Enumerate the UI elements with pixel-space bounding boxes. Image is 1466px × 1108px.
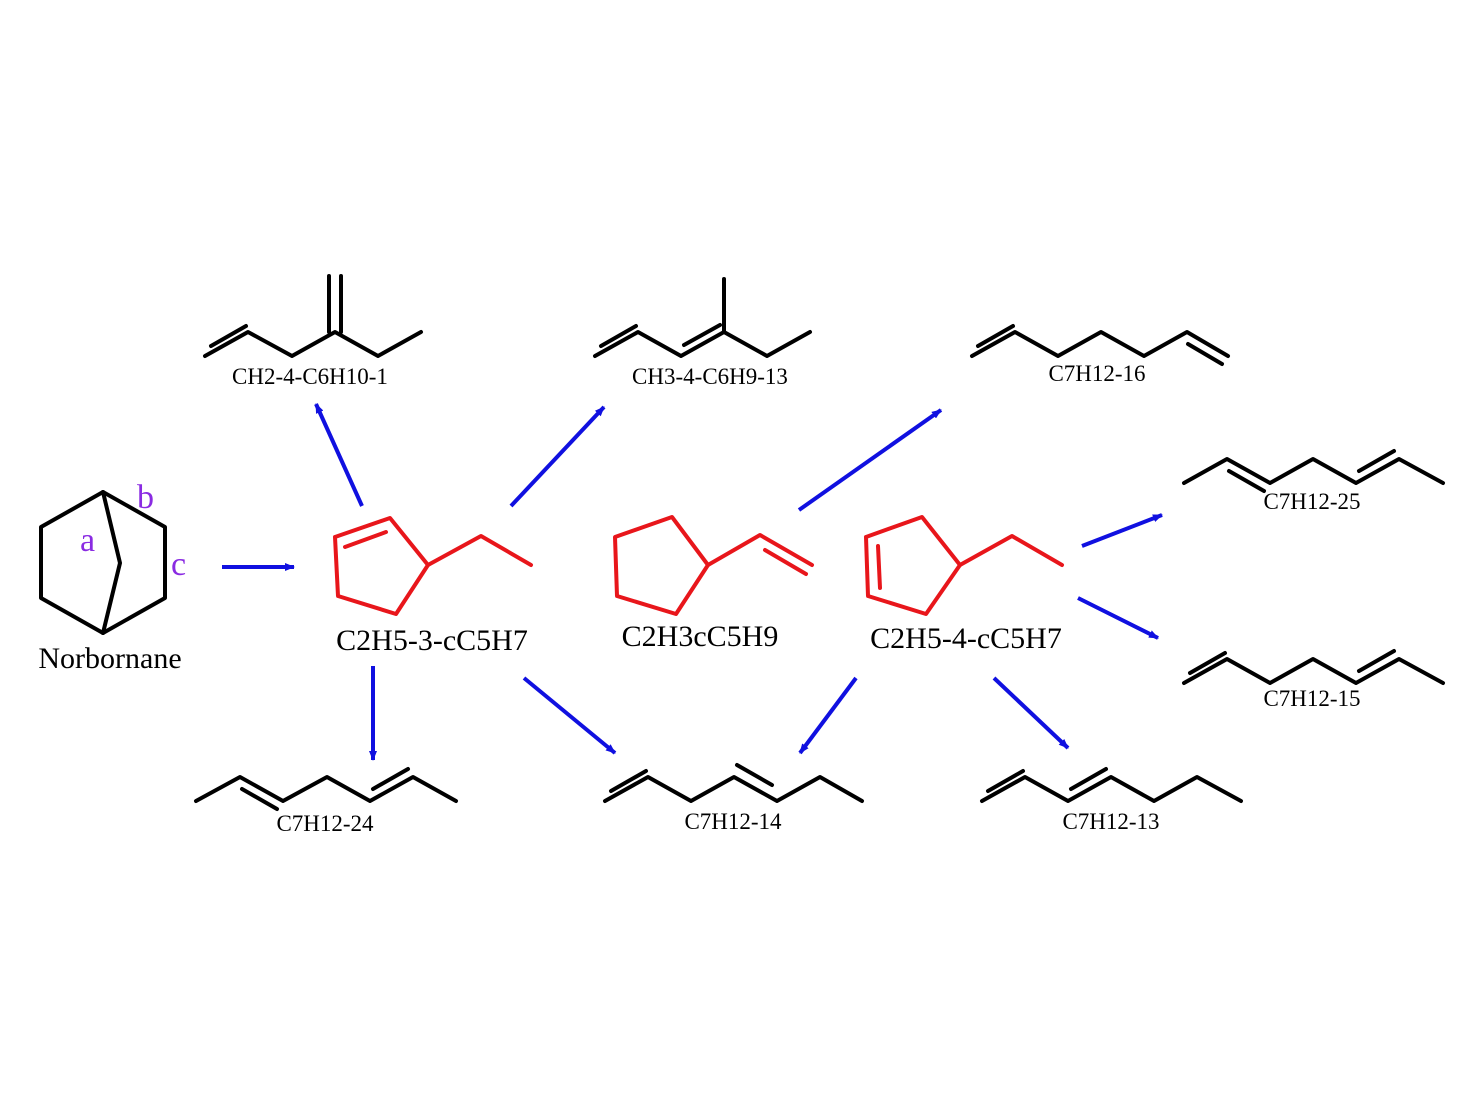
product-c7h12-25-structure bbox=[1182, 449, 1445, 493]
product-label-7: C7H12-14 bbox=[684, 809, 782, 834]
arrow-i1-to-p2 bbox=[509, 405, 606, 508]
reaction-arrows bbox=[222, 403, 1163, 761]
site-a-label: a bbox=[80, 522, 95, 559]
arrow-i1-to-p1 bbox=[314, 403, 364, 507]
norbornane-structure bbox=[39, 490, 167, 635]
intermediate-label-2: C2H3cC5H9 bbox=[622, 620, 779, 653]
arrow-i3-to-p5 bbox=[1077, 596, 1159, 640]
arrow-i3-to-p7 bbox=[798, 676, 858, 755]
site-b-label: b bbox=[137, 479, 154, 516]
product-ch3-4-c6h9-13-structure bbox=[593, 277, 812, 358]
arrow-i3-to-p8 bbox=[992, 676, 1070, 750]
site-c-label: c bbox=[171, 546, 186, 583]
arrow-i1-to-p7 bbox=[522, 676, 617, 755]
product-label-3: C7H12-16 bbox=[1048, 361, 1145, 386]
product-c7h12-24-structure bbox=[194, 767, 458, 811]
product-label-5: C7H12-15 bbox=[1263, 686, 1360, 711]
intermediate-c2h5-4-cc5h7-structure bbox=[864, 515, 1064, 616]
product-c7h12-13-structure bbox=[980, 767, 1243, 803]
arrow-i3-to-p4 bbox=[1081, 513, 1163, 548]
norbornane-label: Norbornane bbox=[38, 642, 181, 675]
arrow-i2-to-p3 bbox=[797, 408, 943, 512]
product-label-1: CH2-4-C6H10-1 bbox=[232, 364, 388, 389]
product-label-2: CH3-4-C6H9-13 bbox=[632, 364, 788, 389]
product-label-4: C7H12-25 bbox=[1263, 489, 1360, 514]
product-ch2-4-c6h10-1-structure bbox=[203, 274, 423, 358]
product-c7h12-15-structure bbox=[1182, 649, 1445, 685]
intermediate-c2h3cc5h9-structure bbox=[613, 515, 814, 616]
intermediate-label-3: C2H5-4-cC5H7 bbox=[870, 622, 1062, 655]
product-label-6: C7H12-24 bbox=[276, 811, 374, 836]
product-c7h12-16-structure bbox=[970, 324, 1230, 366]
intermediate-c2h5-3-cc5h7-structure bbox=[333, 516, 533, 616]
intermediate-label-1: C2H5-3-cC5H7 bbox=[336, 624, 528, 657]
product-label-8: C7H12-13 bbox=[1062, 809, 1159, 834]
product-c7h12-14-structure bbox=[603, 763, 864, 803]
